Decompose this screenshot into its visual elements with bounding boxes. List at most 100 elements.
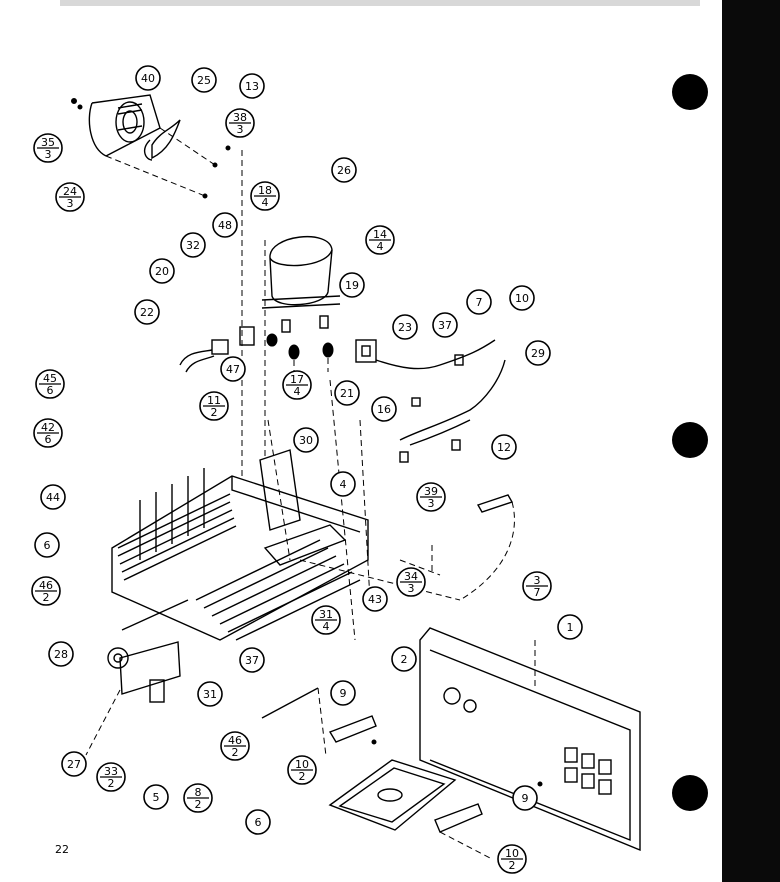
callout-numerator: 14 (373, 228, 387, 241)
callout-label: 9 (340, 687, 347, 700)
callout-label: 32 (186, 239, 200, 252)
callout-label: 1 (567, 621, 574, 634)
callout-label: 12 (497, 441, 511, 454)
callout-3-7: 37 (522, 571, 552, 601)
callout-label: 4 (340, 478, 347, 491)
callout-37: 37 (239, 647, 265, 673)
callout-numerator: 3 (534, 574, 541, 587)
callout-19: 19 (339, 272, 365, 298)
callout-31: 31 (197, 681, 223, 707)
callout-denominator: 3 (428, 497, 435, 510)
callout-circle (34, 532, 60, 558)
callout-circle (509, 285, 535, 311)
callout-label: 16 (377, 403, 391, 416)
callout-circle (143, 784, 169, 810)
page-number: 22 (55, 843, 69, 856)
callout-46-2: 462 (220, 731, 250, 761)
callout-numerator: 18 (258, 184, 272, 197)
callout-denominator: 3 (237, 123, 244, 136)
mounting-bracket-9b (434, 803, 491, 859)
callout-circle (239, 647, 265, 673)
scan-right-bar (722, 0, 780, 882)
callout-label: 28 (54, 648, 68, 661)
callout-circle (362, 586, 388, 612)
callout-46-2: 462 (31, 576, 61, 606)
callout-7: 7 (466, 289, 492, 315)
callout-10-2: 102 (497, 844, 527, 874)
condenser-coil-right (195, 539, 361, 641)
callout-34-3: 343 (396, 567, 426, 597)
callout-22: 22 (134, 299, 160, 325)
callout-numerator: 24 (63, 185, 77, 198)
callout-37: 37 (432, 312, 458, 338)
callout-20: 20 (149, 258, 175, 284)
callout-denominator: 2 (43, 591, 50, 604)
callout-10-2: 102 (287, 755, 317, 785)
callout-denominator: 2 (509, 859, 516, 872)
callout-circle (293, 427, 319, 453)
callout-9: 9 (512, 785, 538, 811)
scan-top-edge (60, 0, 700, 6)
callout-denominator: 3 (45, 148, 52, 161)
callout-6: 6 (34, 532, 60, 558)
callout-numerator: 33 (104, 765, 118, 778)
callout-43: 43 (362, 586, 388, 612)
callout-26: 26 (331, 157, 357, 183)
callout-16: 16 (371, 396, 397, 422)
callout-label: 47 (226, 363, 240, 376)
callout-circle (331, 157, 357, 183)
drain-heater-bracket (85, 641, 181, 756)
callout-label: 5 (153, 791, 160, 804)
callout-circle (220, 356, 246, 382)
callout-label: 21 (340, 387, 354, 400)
callout-denominator: 4 (323, 620, 330, 633)
thermistor (459, 494, 515, 601)
callout-numerator: 10 (505, 847, 519, 860)
callout-circle (135, 65, 161, 91)
callout-circle (330, 680, 356, 706)
callout-label: 48 (218, 219, 232, 232)
callout-denominator: 4 (262, 196, 269, 209)
callout-label: 27 (67, 758, 81, 771)
callout-label: 20 (155, 265, 169, 278)
callout-numerator: 42 (41, 421, 55, 434)
callout-32: 32 (180, 232, 206, 258)
callout-numerator: 39 (424, 485, 438, 498)
callout-circle (432, 312, 458, 338)
callout-numerator: 10 (295, 758, 309, 771)
callout-27: 27 (61, 751, 87, 777)
callout-label: 9 (522, 792, 529, 805)
callout-6: 6 (245, 809, 271, 835)
callout-denominator: 2 (299, 770, 306, 783)
callout-9: 9 (330, 680, 356, 706)
callout-label: 13 (245, 80, 259, 93)
callout-circle (134, 299, 160, 325)
callout-label: 29 (531, 347, 545, 360)
binder-hole-bottom (672, 775, 708, 811)
callout-circle (197, 681, 223, 707)
callout-42-6: 426 (33, 418, 63, 448)
callout-31-4: 314 (311, 605, 341, 635)
callout-denominator: 2 (195, 798, 202, 811)
callout-circle (512, 785, 538, 811)
callout-48: 48 (212, 212, 238, 238)
compressor (261, 236, 341, 380)
fan-motor-assembly (71, 94, 231, 199)
callout-circle (48, 641, 74, 667)
callout-circle (180, 232, 206, 258)
callout-numerator: 11 (207, 394, 221, 407)
callout-denominator: 6 (47, 384, 54, 397)
callout-circle (245, 809, 271, 835)
callout-numerator: 35 (41, 136, 55, 149)
callout-label: 6 (44, 539, 51, 552)
callout-denominator: 4 (294, 385, 301, 398)
callout-8-2: 82 (183, 783, 213, 813)
callout-label: 26 (337, 164, 351, 177)
callout-denominator: 6 (45, 433, 52, 446)
callout-14-4: 144 (365, 225, 395, 255)
callout-label: 30 (299, 434, 313, 447)
callout-circle (525, 340, 551, 366)
callout-denominator: 3 (67, 197, 74, 210)
